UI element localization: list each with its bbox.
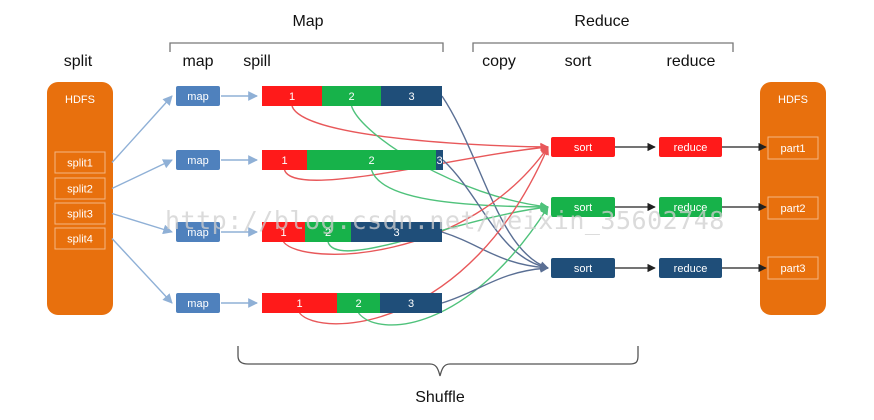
map-group-label: Map — [292, 13, 323, 30]
reduce-task-2 — [659, 197, 722, 217]
split-item-2 — [54, 177, 106, 200]
spill-segment-label: 2 — [368, 155, 374, 167]
sort-column-label: sort — [565, 53, 592, 70]
split-item-1 — [54, 151, 106, 174]
spill-segment-partition-3 — [380, 293, 442, 313]
split-to-map-arrow — [111, 159, 173, 190]
spill-segment-label: 2 — [325, 227, 331, 239]
spill-segment-label: 3 — [436, 155, 442, 167]
spill-segment-label: 1 — [289, 91, 295, 103]
split-item-label: split1 — [67, 158, 93, 170]
spill-segment-partition-3 — [351, 222, 442, 242]
spill-segment-label: 1 — [296, 298, 302, 310]
spill-segment-label: 3 — [408, 298, 414, 310]
part-item-1 — [767, 136, 819, 160]
map-task-2 — [176, 150, 220, 170]
watermark: http://blog.csdn.net/weixin_35602748 — [165, 206, 725, 235]
shuffle-line-partition-1 — [282, 146, 549, 255]
split-to-map-arrow — [111, 238, 173, 304]
shuffle-line-partition-3 — [442, 159, 549, 271]
spill-segment-label: 3 — [408, 91, 414, 103]
sort-task-1 — [551, 137, 615, 157]
shuffle-line-partition-2 — [370, 169, 549, 212]
sort-task-3 — [551, 258, 615, 278]
spill-segment-partition-2 — [322, 86, 381, 106]
map-task-label: map — [187, 91, 208, 103]
split-column-label: split — [64, 53, 93, 70]
copy-column-label: copy — [482, 53, 516, 70]
split-item-label: split4 — [67, 234, 93, 246]
reduce-task-1 — [659, 137, 722, 157]
spill-segment-partition-1 — [262, 222, 305, 242]
spill-segment-partition-2 — [305, 222, 351, 242]
split-to-map-arrow — [111, 212, 173, 235]
spill-segment-label: 3 — [393, 227, 399, 239]
split-item-label: split3 — [67, 209, 93, 221]
shuffle-line-partition-2 — [357, 206, 549, 326]
spill-segment-label: 2 — [355, 298, 361, 310]
spill-segment-partition-3 — [436, 150, 443, 170]
reduce-task-label: reduce — [674, 263, 708, 275]
map-task-label: map — [187, 227, 208, 239]
map-task-label: map — [187, 298, 208, 310]
spill-segment-partition-1 — [262, 293, 337, 313]
split-item-4 — [54, 227, 106, 250]
reduce-task-label: reduce — [674, 142, 708, 154]
sort-task-label: sort — [574, 202, 592, 214]
part-item-label: part1 — [780, 143, 805, 155]
shuffle-line-partition-3 — [441, 231, 549, 272]
hdfs-output-block: HDFS part1 part2 part3 — [760, 82, 826, 315]
map-task-4 — [176, 293, 220, 313]
spill-segment-partition-1 — [262, 150, 307, 170]
part-item-3 — [767, 256, 819, 280]
reduce-group-label: Reduce — [574, 13, 629, 30]
reduce-group-brace — [472, 42, 734, 52]
shuffle-label: Shuffle — [415, 389, 465, 406]
spill-segment-label: 2 — [348, 91, 354, 103]
hdfs-output-title: HDFS — [778, 94, 808, 106]
split-item-label: split2 — [67, 184, 93, 196]
reduce-column-label: reduce — [667, 53, 716, 70]
spill-segment-label: 1 — [281, 155, 287, 167]
spill-segment-partition-2 — [337, 293, 380, 313]
shuffle-line-partition-3 — [441, 264, 549, 304]
shuffle-line-partition-3 — [441, 95, 549, 270]
sort-task-label: sort — [574, 142, 592, 154]
spill-segment-partition-1 — [262, 86, 322, 106]
spill-column-label: spill — [243, 53, 271, 70]
map-task-1 — [176, 86, 220, 106]
split-to-map-arrow — [111, 95, 173, 163]
part-item-label: part3 — [780, 263, 805, 275]
spill-segment-label: 1 — [280, 227, 286, 239]
map-task-label: map — [187, 155, 208, 167]
reduce-task-3 — [659, 258, 722, 278]
spill-segment-partition-3 — [381, 86, 442, 106]
hdfs-input-block: HDFS split1 split2 split3 split4 — [47, 82, 113, 315]
shuffle-line-partition-1 — [283, 143, 549, 181]
part-item-2 — [767, 196, 819, 220]
shuffle-line-partition-1 — [291, 105, 549, 152]
map-group-brace — [169, 42, 444, 52]
hdfs-input-title: HDFS — [65, 94, 95, 106]
shuffle-brace — [237, 346, 639, 377]
map-task-3 — [176, 222, 220, 242]
map-column-label: map — [182, 53, 213, 70]
reduce-task-label: reduce — [674, 202, 708, 214]
sort-task-2 — [551, 197, 615, 217]
spill-segment-partition-2 — [307, 150, 436, 170]
part-item-label: part2 — [780, 203, 805, 215]
split-item-3 — [54, 202, 106, 225]
sort-task-label: sort — [574, 263, 592, 275]
